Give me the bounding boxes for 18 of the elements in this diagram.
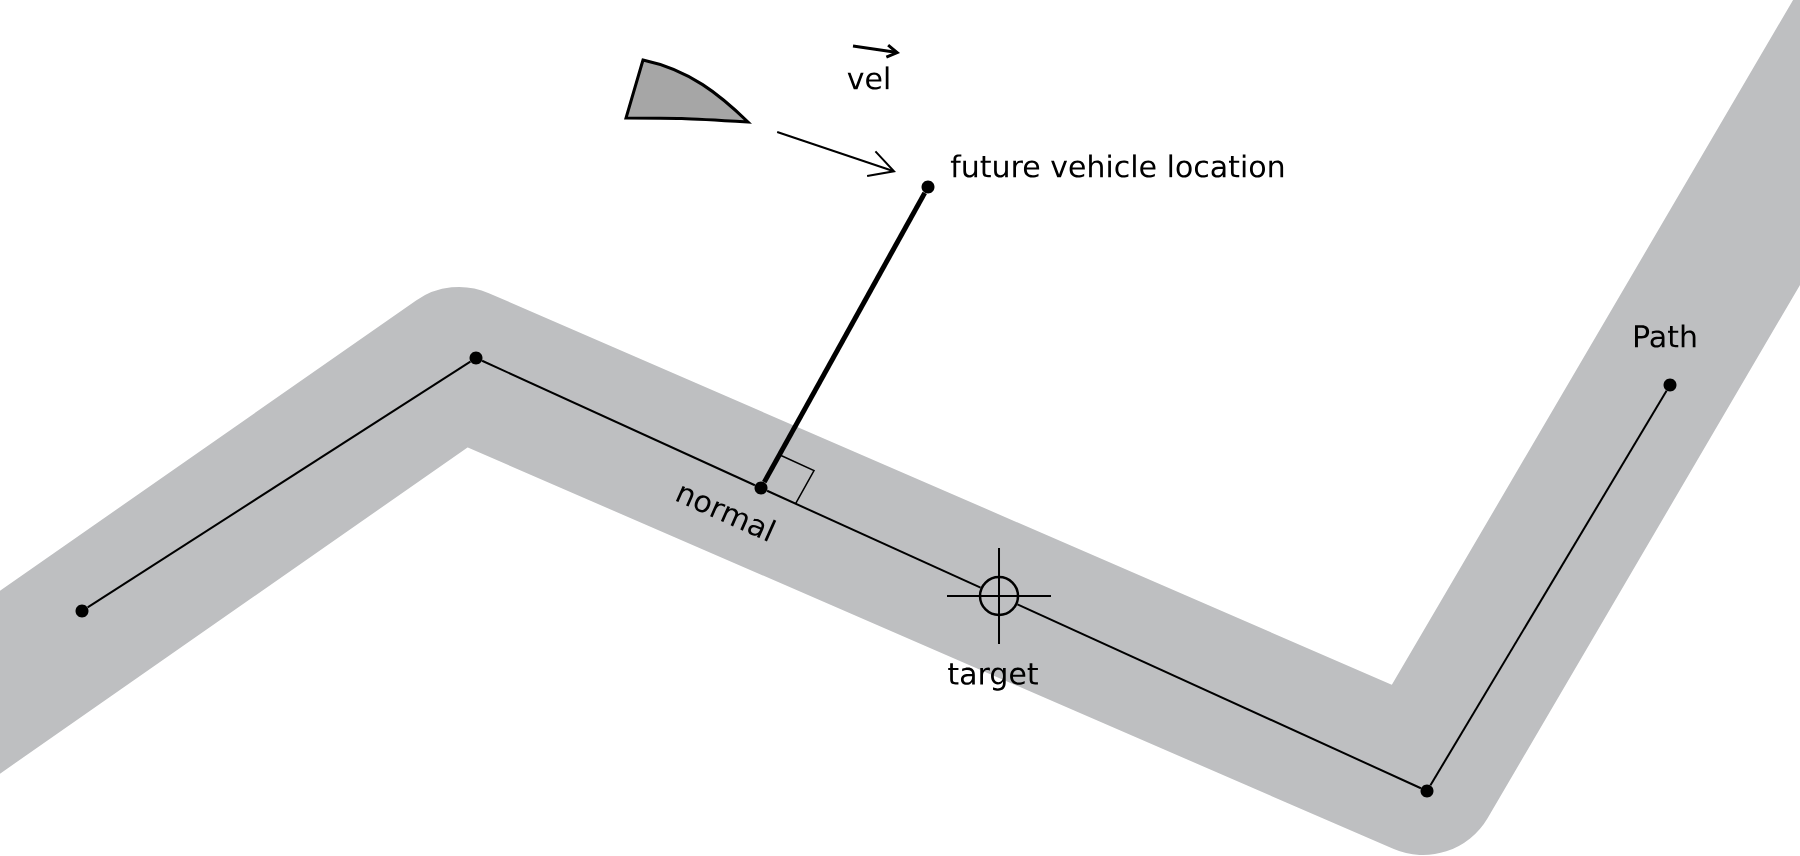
point-label: Path <box>1635 324 1696 348</box>
edge-label: vel <box>847 66 889 90</box>
arrow <box>776 131 896 177</box>
path-point <box>75 604 89 618</box>
path-point <box>921 180 935 194</box>
line <box>86 360 472 609</box>
point-label: future vehicle location <box>950 154 1284 178</box>
path-point <box>469 351 483 365</box>
line <box>1429 389 1668 787</box>
path-point <box>1663 378 1677 392</box>
target-crosshair <box>946 547 1052 645</box>
point-label: target <box>948 663 1038 691</box>
path-point <box>1420 784 1434 798</box>
vehicle-drawing <box>624 58 750 124</box>
line <box>481 359 756 487</box>
line <box>1016 603 1422 790</box>
line <box>762 191 927 484</box>
line <box>766 489 982 589</box>
